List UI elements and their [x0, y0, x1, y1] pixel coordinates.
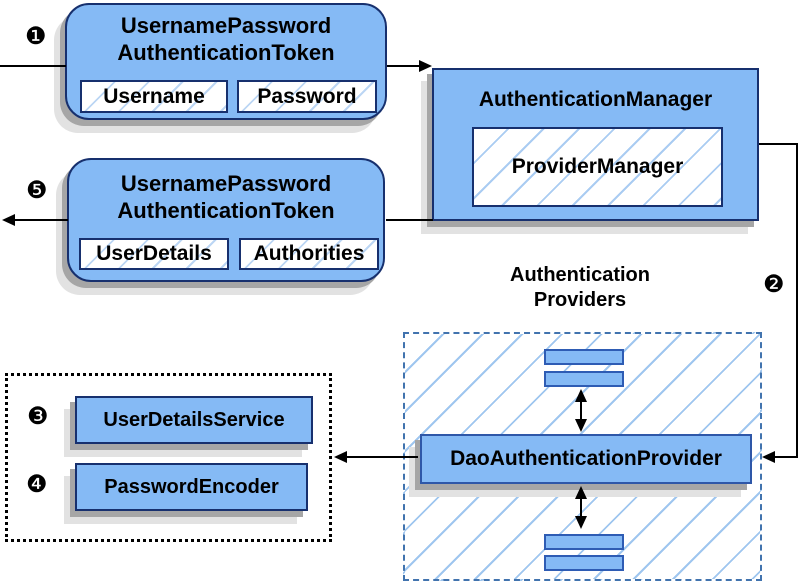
provider-slot-bar [544, 371, 624, 387]
password-field: Password [237, 80, 377, 113]
connector-incoming-line [0, 65, 66, 67]
services-container: UserDetailsService PasswordEncoder [5, 373, 332, 542]
double-arrow-top-line [580, 400, 582, 421]
username-field-label: Username [103, 84, 205, 108]
user-details-field: UserDetails [79, 238, 229, 270]
arrowhead-down-icon [575, 419, 587, 432]
arrowhead-left-icon [2, 214, 15, 226]
authentication-manager-node: AuthenticationManager ProviderManager [432, 68, 759, 221]
step-4-badge: ❹ [26, 471, 48, 498]
request-token-title-line1: UsernamePassword [120, 13, 332, 38]
provider-manager-label: ProviderManager [511, 155, 684, 178]
authorities-field-label: Authorities [253, 242, 365, 265]
provider-slot-bar [544, 534, 624, 550]
user-details-service-node: UserDetailsService [75, 396, 313, 444]
username-field: Username [80, 80, 228, 113]
connector-manager-to-token-line [386, 219, 433, 221]
double-arrow-bottom-line [580, 497, 582, 518]
step-5-badge: ❺ [26, 177, 48, 204]
user-details-service-label: UserDetailsService [103, 408, 285, 431]
authentication-providers-label-line1: Authentication [510, 264, 650, 286]
authentication-providers-label: Authentication Providers [450, 263, 710, 313]
connector-step2-bottom-line [774, 456, 798, 458]
step-1-badge: ❶ [25, 23, 47, 50]
password-encoder-node: PasswordEncoder [75, 463, 308, 511]
authentication-providers-container: DaoAuthenticationProvider [403, 332, 762, 581]
connector-step2-top-line [759, 143, 798, 145]
connector-dao-to-services-line [347, 456, 418, 458]
arrowhead-right-icon [419, 60, 432, 72]
step-3-badge: ❸ [27, 403, 49, 430]
result-token-title-line2: AuthenticationToken [117, 198, 335, 223]
result-token-title-line1: UsernamePassword [120, 171, 332, 196]
request-token-node: UsernamePassword AuthenticationToken Use… [65, 3, 387, 120]
dao-authentication-provider-label: DaoAuthenticationProvider [450, 447, 722, 470]
authentication-providers-label-line2: Providers [533, 289, 627, 311]
dao-authentication-provider-node: DaoAuthenticationProvider [420, 434, 752, 484]
connector-outgoing-line [14, 219, 68, 221]
result-token-node: UsernamePassword AuthenticationToken Use… [67, 158, 385, 282]
arrowhead-up-icon [575, 486, 587, 499]
arrowhead-left-icon [334, 451, 347, 463]
password-field-label: Password [257, 84, 357, 108]
authentication-manager-title: AuthenticationManager [478, 88, 713, 111]
connector-step2-vertical-line [796, 143, 798, 458]
password-encoder-label: PasswordEncoder [104, 475, 279, 498]
user-details-field-label: UserDetails [96, 242, 212, 265]
connector-token-to-manager-line [387, 65, 420, 67]
provider-slot-bar [544, 349, 624, 365]
arrowhead-left-icon [762, 451, 775, 463]
authorities-field: Authorities [239, 238, 379, 270]
arrowhead-down-icon [575, 516, 587, 529]
provider-slot-bar [544, 555, 624, 571]
arrowhead-up-icon [575, 389, 587, 402]
request-token-title-line2: AuthenticationToken [117, 40, 335, 65]
provider-manager-node: ProviderManager [472, 127, 723, 207]
step-2-badge: ❷ [763, 271, 785, 298]
